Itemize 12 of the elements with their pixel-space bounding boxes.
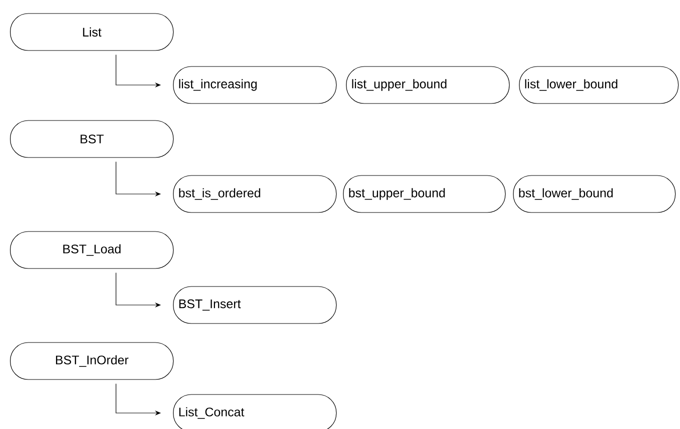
function-box: list_lower_bound <box>519 66 679 104</box>
function-box: list_increasing <box>173 66 337 104</box>
group-box: List <box>10 13 174 51</box>
function-box: bst_lower_bound <box>513 175 676 213</box>
function-box: bst_upper_bound <box>343 175 506 213</box>
function-box: bst_is_ordered <box>173 175 337 213</box>
function-box: BST_Insert <box>173 286 337 324</box>
function-box: List_Concat <box>173 394 337 429</box>
group-box: BST_Load <box>10 231 174 269</box>
group-box: BST_InOrder <box>10 342 174 380</box>
function-box: list_upper_bound <box>346 66 510 104</box>
group-box: BST <box>10 120 174 158</box>
